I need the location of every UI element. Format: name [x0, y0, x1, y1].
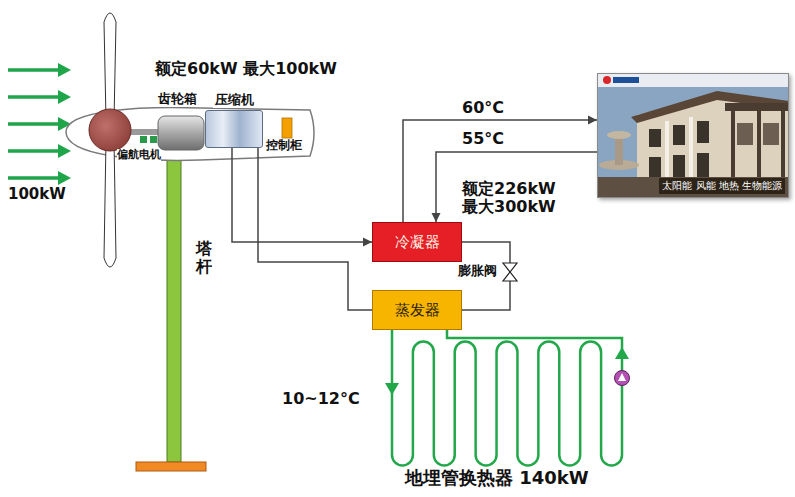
nacelle	[66, 108, 314, 161]
hub	[89, 109, 131, 151]
evaporator-box: 蒸发器	[372, 290, 462, 330]
pump-symbol	[615, 371, 630, 386]
part-label: 偏航电机	[117, 149, 161, 162]
blade	[104, 13, 116, 120]
house-picture	[597, 73, 789, 198]
rating-label: 额定226kW 最大300kW	[462, 180, 572, 217]
compressor-body	[205, 110, 263, 148]
expansion-valve-symbol	[503, 263, 517, 272]
part-label: 膨胀阀	[458, 264, 497, 279]
flow-arrow	[385, 383, 399, 395]
edge-label: 60°C	[462, 99, 504, 117]
rating-label: 额定60kW 最大100kW	[155, 60, 337, 78]
pipe-connector	[258, 148, 372, 310]
ground-loop-pipe	[392, 330, 622, 465]
power-label: 100kW	[8, 186, 66, 203]
control-cabinet	[282, 118, 292, 138]
node-text: 压缩机	[213, 92, 256, 108]
part-label: 齿轮箱	[158, 92, 197, 107]
expansion-valve-symbol	[503, 272, 517, 281]
compressor-unit: 压缩机	[203, 92, 265, 148]
wind-arrows	[8, 63, 71, 185]
house-photo: 太阳能 风能 地热 生物能源	[597, 73, 789, 198]
part-label: 控制柜	[266, 139, 302, 153]
yaw-motor	[150, 136, 157, 143]
flow-arrow	[615, 347, 629, 359]
arrow-head	[432, 213, 441, 222]
yaw-motor	[140, 136, 147, 143]
arrow-head	[588, 116, 597, 125]
blade	[104, 140, 116, 267]
pump-symbol	[618, 373, 626, 381]
pipe-connector	[232, 148, 372, 242]
caption-label: 地埋管换热器 140kW	[405, 468, 589, 489]
node-text: 太阳能 风能 地热 生物能源	[659, 178, 785, 194]
node-text: 蒸发器	[395, 301, 440, 320]
pipe-connector	[436, 152, 597, 222]
temperature-label: 10~12°C	[282, 390, 360, 408]
tower	[167, 158, 181, 462]
shaft	[128, 129, 160, 135]
arrow-head	[363, 238, 372, 247]
tower-base	[136, 462, 206, 471]
condenser-box: 冷凝器	[372, 222, 462, 262]
pipe-connector	[403, 120, 597, 222]
node-text: 冷凝器	[395, 233, 440, 252]
gearbox	[158, 116, 204, 150]
edge-label: 55°C	[462, 130, 504, 148]
vertical-label: 塔杆	[196, 240, 212, 275]
